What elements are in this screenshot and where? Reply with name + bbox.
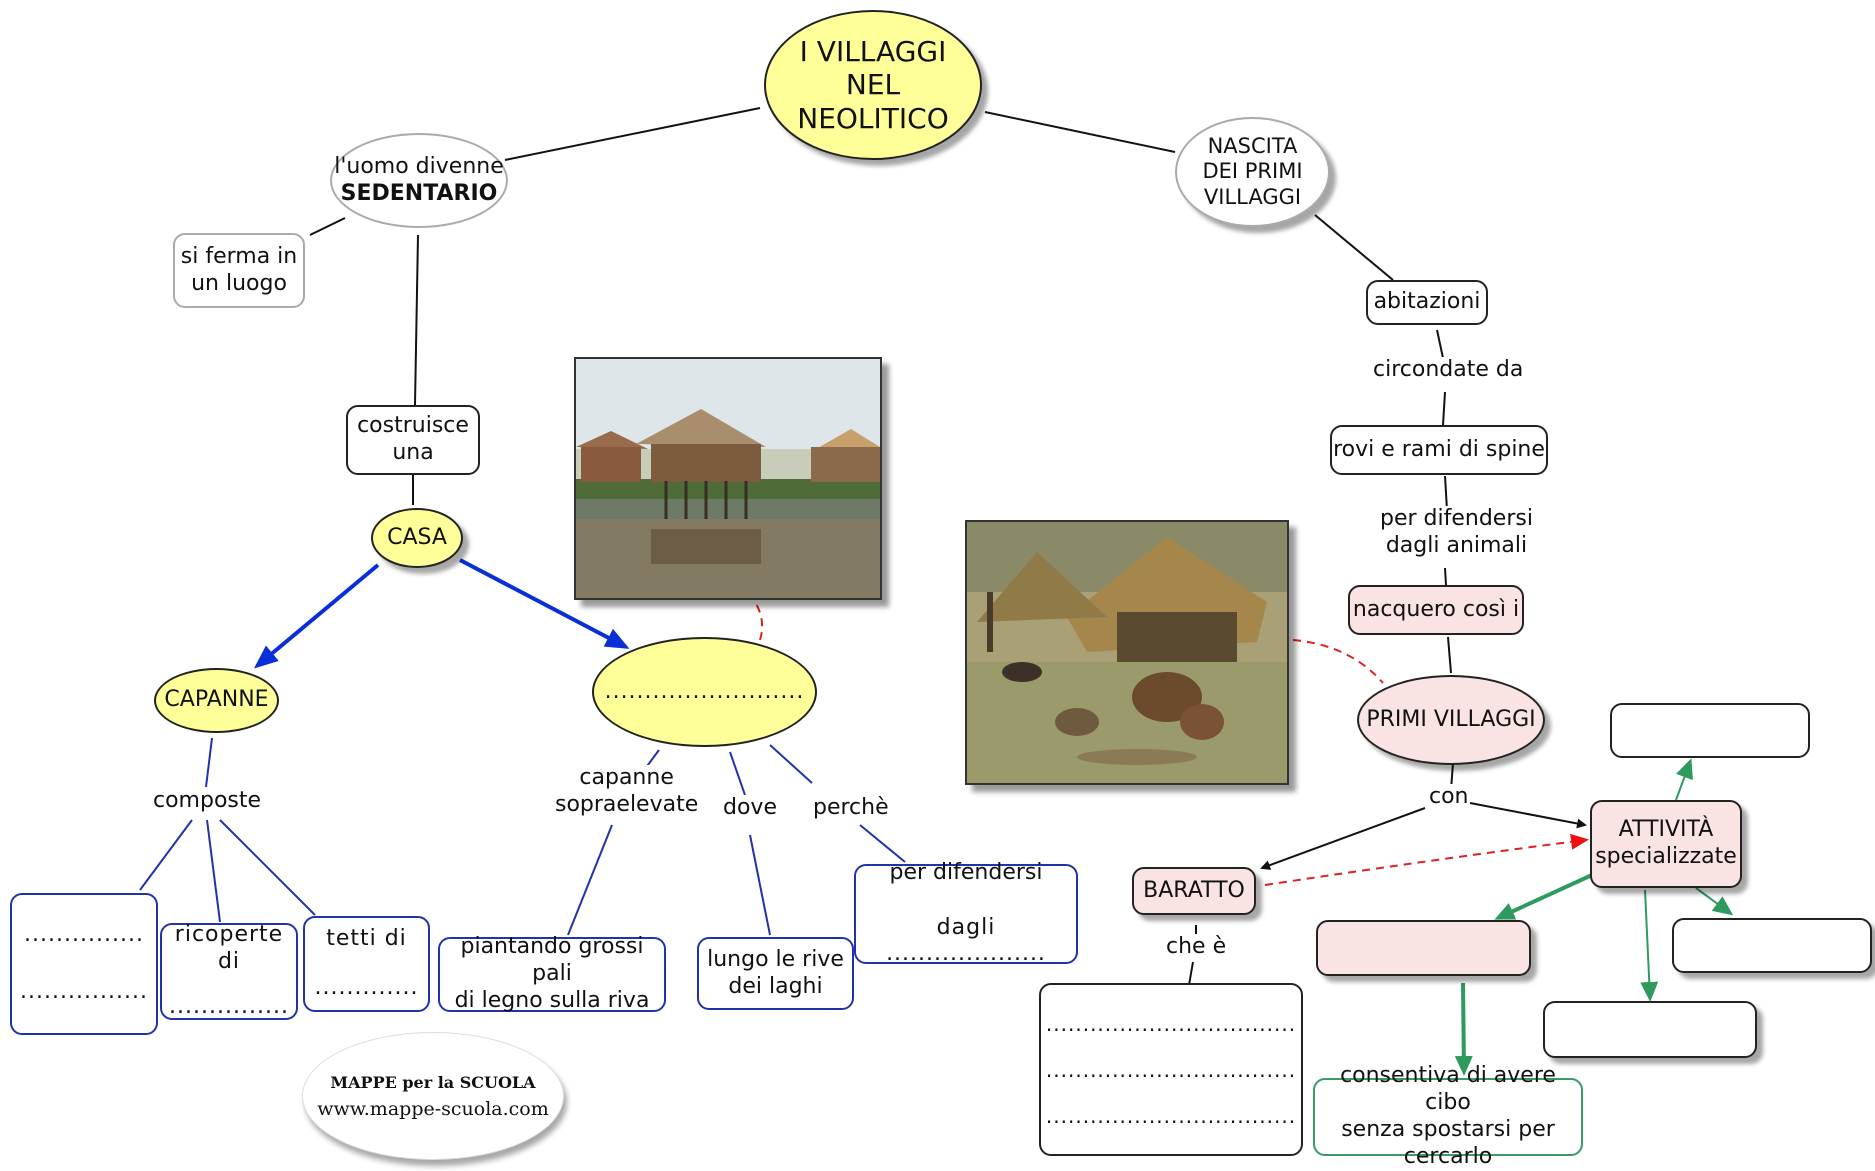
logo-title: MAPPE per la SCUOLA [330, 1072, 536, 1092]
attivita-node: ATTIVITÀ specializzate [1590, 800, 1742, 888]
attivita-line2: specializzate [1595, 844, 1737, 869]
baratto-definition-line3: .................................. [1045, 1103, 1297, 1128]
tetti-node: tetti di ............. [303, 916, 430, 1012]
baratto-definition-line2: .................................. [1045, 1057, 1297, 1082]
rovi-node: rovi e rami di spine [1330, 425, 1548, 475]
si-ferma-line1: si ferma in [180, 243, 298, 269]
nascita-line2: DEI PRIMI [1202, 159, 1303, 184]
baratto-definition-box: .................................. .....… [1039, 983, 1303, 1156]
composte-label: composte [153, 788, 262, 815]
rovi-label: rovi e rami di spine [1333, 436, 1545, 462]
tetti-line1: tetti di [326, 926, 407, 952]
nacquero-node: nacquero così i [1348, 585, 1524, 635]
lungo-line1: lungo le rive [707, 946, 844, 972]
attivita-blank-bottom [1543, 1001, 1757, 1058]
casa-node: CASA [371, 508, 463, 568]
composition-blank-line2: ................ [20, 979, 148, 1004]
village-painting-image [967, 522, 1287, 783]
tetti-line2: ............. [314, 975, 419, 1000]
stilt-house-image [576, 359, 880, 598]
capanne-sopraelevate-line2: sopraelevate [555, 791, 699, 817]
piantando-line1: piantando grossi pali [460, 934, 644, 987]
baratto-definition-line1: .................................. [1045, 1011, 1297, 1036]
si-ferma-line2: un luogo [191, 270, 287, 296]
central-topic: I VILLAGGI NEL NEOLITICO [764, 10, 982, 160]
difendersi-line1: per difendersi [889, 859, 1043, 885]
baratto-node: BARATTO [1132, 867, 1256, 915]
per-difendersi-line1: per difendersi [1380, 506, 1533, 531]
palafitte-photo [574, 357, 882, 600]
abitazioni-node: abitazioni [1366, 280, 1488, 325]
lungo-node: lungo le rive dei laghi [697, 937, 854, 1010]
nascita-line3: VILLAGGI [1203, 184, 1302, 209]
sedentario-node: l'uomo divenne SEDENTARIO [330, 133, 508, 228]
difendersi-line2: dagli .................... [886, 914, 1046, 967]
capanne-sopraelevate-line1: capanne [579, 765, 674, 790]
costruisce-line2: una [392, 440, 434, 465]
perche-label: perchè [813, 795, 889, 822]
costruisce-node: costruisce una [346, 405, 480, 475]
central-topic-line1: I VILLAGGI [799, 34, 947, 68]
nascita-line1: NASCITA [1207, 133, 1298, 158]
piantando-node: piantando grossi pali di legno sulla riv… [438, 934, 666, 1013]
palafitta-blank-label: ......................... [604, 678, 805, 704]
capanne-sopraelevate-label: capanne sopraelevate [555, 765, 699, 819]
dove-label: dove [723, 795, 777, 822]
lungo-line2: dei laghi [728, 973, 823, 999]
capanne-node: CAPANNE [154, 668, 279, 733]
primi-villaggi-label: PRIMI VILLAGGI [1366, 706, 1536, 732]
piantando-line2: di legno sulla riva [454, 987, 650, 1013]
mappe-scuola-logo: MAPPE per la SCUOLA www.mappe-scuola.com [302, 1032, 564, 1160]
circondate-label: circondate da [1373, 357, 1524, 384]
composition-blank-box: ............... ................ [10, 893, 158, 1035]
logo-url: www.mappe-scuola.com [317, 1097, 549, 1120]
capanne-label: CAPANNE [164, 687, 269, 713]
sedentario-line2: SEDENTARIO [340, 180, 498, 206]
composition-blank-line1: ............... [24, 922, 144, 948]
attivita-line1: ATTIVITÀ [1618, 817, 1714, 843]
nacquero-label: nacquero così i [1352, 596, 1520, 622]
central-topic-line2: NEL [845, 68, 901, 102]
attivita-blank-right [1672, 918, 1872, 973]
palafitta-blank-node: ......................... [592, 637, 817, 747]
attivita-blank-left [1316, 920, 1531, 976]
con-label: con [1429, 784, 1469, 811]
nascita-node: NASCITA DEI PRIMI VILLAGGI [1175, 117, 1330, 227]
sedentario-line1: l'uomo divenne [334, 153, 504, 179]
casa-label: CASA [387, 524, 447, 550]
central-topic-line3: NEOLITICO [797, 101, 949, 135]
abitazioni-label: abitazioni [1373, 289, 1481, 315]
per-difendersi-label: per difendersi dagli animali [1380, 506, 1533, 560]
villaggio-photo [965, 520, 1289, 785]
ricoperte-node: ricoperte di ............... [160, 922, 298, 1020]
costruisce-line1: costruisce [357, 413, 469, 439]
per-difendersi-line2: dagli animali [1385, 532, 1528, 558]
che-e-label: che è [1166, 934, 1227, 961]
attivita-blank-top [1610, 703, 1810, 758]
ricoperte-line2: ............... [169, 993, 289, 1019]
consentiva-line2: senza spostarsi per cercarlo [1341, 1117, 1555, 1169]
primi-villaggi-node: PRIMI VILLAGGI [1357, 675, 1545, 765]
si-ferma-node: si ferma in un luogo [173, 233, 305, 308]
consentiva-node: consentiva di avere cibo senza spostarsi… [1313, 1063, 1583, 1169]
ricoperte-line1: ricoperte di [174, 922, 284, 975]
baratto-label: BARATTO [1143, 877, 1245, 903]
consentiva-line1: consentiva di avere cibo [1340, 1063, 1556, 1116]
difendersi-node: per difendersi dagli ...................… [854, 860, 1078, 966]
